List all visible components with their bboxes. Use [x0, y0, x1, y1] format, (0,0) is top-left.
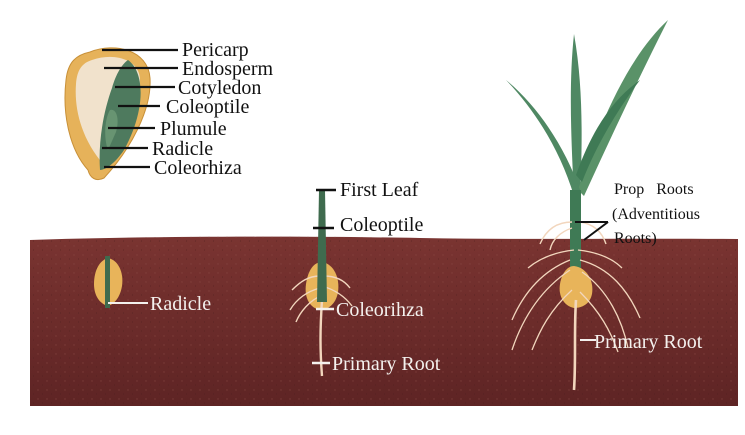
label-plumule: Plumule — [160, 118, 227, 140]
label-coleoptile-seed: Coleoptile — [166, 96, 249, 118]
label-primary-root-stage3: Primary Root — [594, 331, 703, 353]
soil-layer — [30, 237, 738, 406]
seed-labels: Pericarp Endosperm Cotyledon Coleoptile … — [152, 39, 274, 179]
label-adventitious: (Adventitious — [612, 206, 700, 223]
label-prop-roots: Prop Roots — [614, 181, 694, 198]
label-coleoptile-stage2: Coleoptile — [340, 214, 423, 236]
label-first-leaf: First Leaf — [340, 179, 419, 201]
label-coleorhiza-stage2: Coleorihza — [336, 299, 424, 321]
stage3-labels: Prop Roots (Adventitious Roots) — [612, 181, 700, 247]
label-roots-close: Roots) — [614, 230, 657, 247]
label-primary-root-stage2: Primary Root — [332, 353, 441, 375]
label-radicle-stage1: Radicle — [150, 293, 211, 315]
label-coleorhiza-seed: Coleorhiza — [154, 157, 242, 179]
